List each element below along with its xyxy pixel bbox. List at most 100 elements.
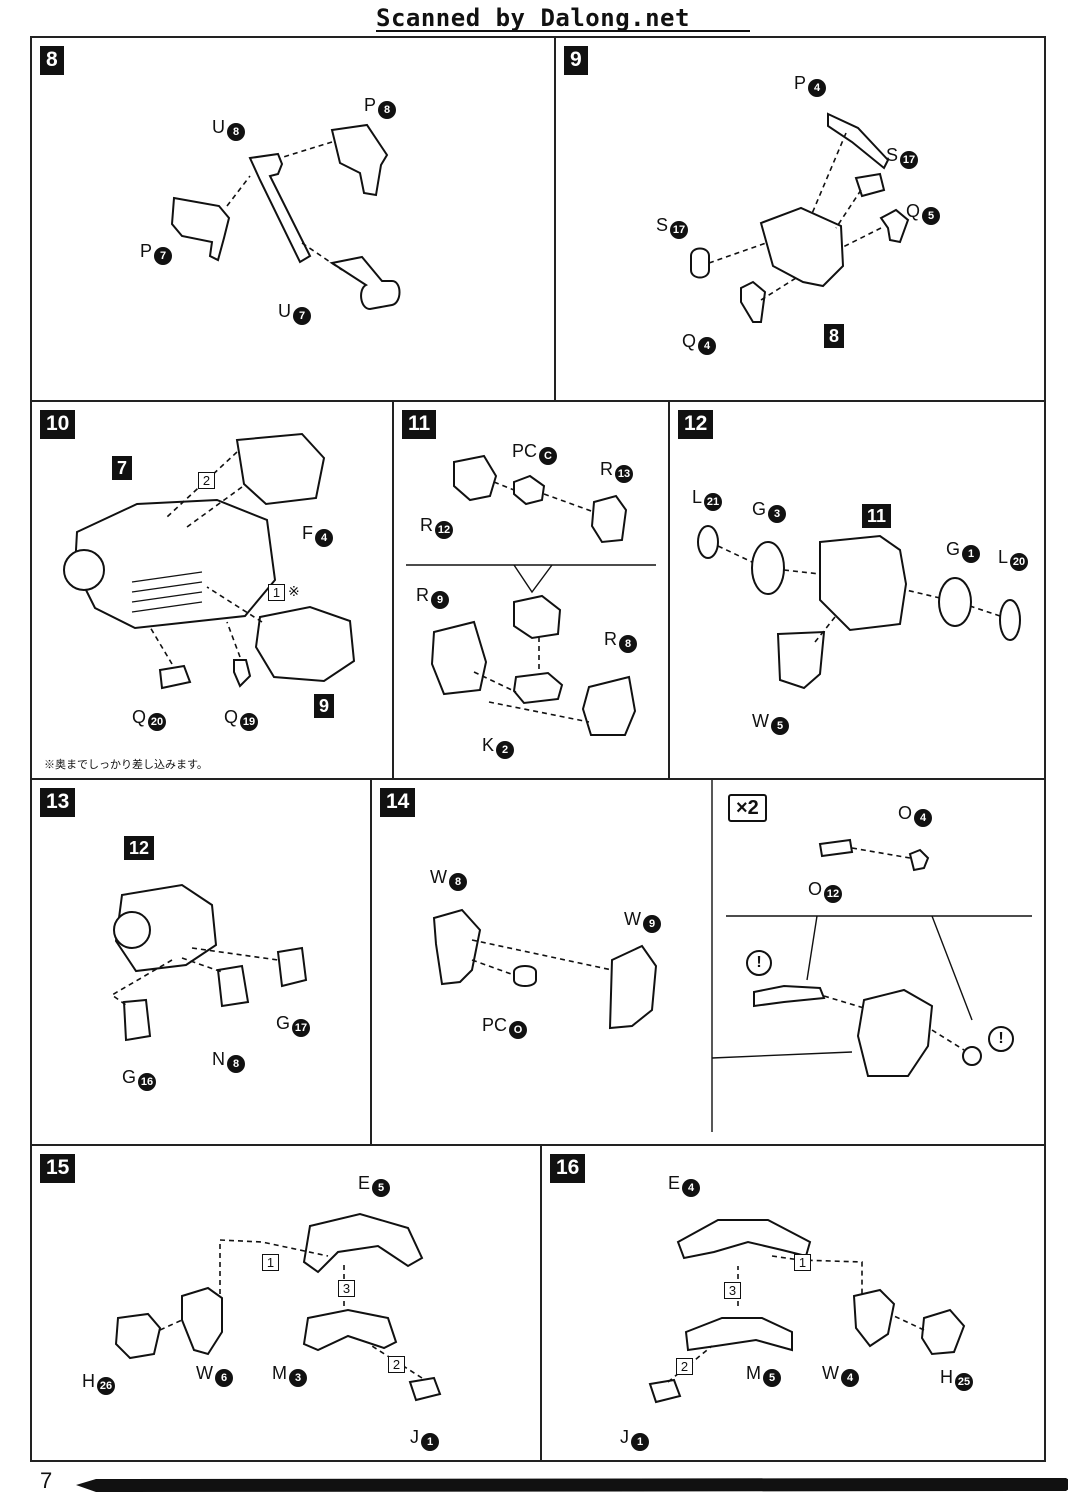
part-w6 — [181, 1286, 223, 1356]
step-number: 10 — [40, 410, 76, 439]
part-l20 — [999, 599, 1021, 641]
assembly-note: ※奥までしっかり差し込みます。 — [44, 759, 208, 771]
scan-header: Scanned by Dalong.net — [0, 0, 1068, 34]
step-number: 8 — [40, 46, 64, 75]
part-k2 — [512, 671, 564, 705]
step-number: 11 — [402, 410, 437, 439]
part-w8 — [432, 908, 482, 986]
part-s17-left — [690, 247, 710, 279]
part-g16 — [122, 998, 152, 1042]
part-r12 — [453, 454, 498, 502]
step-number: 14 — [380, 788, 416, 817]
part-r9 — [430, 620, 488, 696]
part-w4 — [852, 1288, 896, 1348]
step-10-diagram — [63, 432, 356, 690]
footer-brush-bar — [76, 1478, 1068, 1492]
part-u7 — [329, 255, 401, 311]
step-9-diagram — [690, 112, 910, 323]
ref-step-11: 11 — [862, 504, 892, 528]
part-cap — [962, 1046, 982, 1066]
part-main-body — [73, 498, 277, 630]
part-12 — [114, 883, 218, 973]
part-p7 — [170, 196, 231, 262]
part-w5 — [776, 630, 826, 690]
step-12-diagram — [697, 525, 1021, 690]
part-n8 — [216, 964, 250, 1008]
part-h26 — [114, 1312, 162, 1360]
part-o4 — [908, 848, 930, 872]
caution-icon: ! — [746, 950, 772, 976]
caution-icon: ! — [988, 1026, 1014, 1052]
part-s17-right — [854, 172, 886, 198]
part-pcc — [513, 474, 546, 506]
sequence-box-1: 1 — [268, 584, 285, 601]
step-13-diagram — [110, 883, 308, 1042]
part-w9 — [608, 944, 658, 1030]
step-number: 12 — [678, 410, 714, 439]
step-number: 15 — [40, 1154, 76, 1183]
part-joint — [113, 911, 151, 949]
times-two-badge: ×2 — [728, 794, 767, 822]
part-j1 — [408, 1376, 442, 1402]
part-g1 — [938, 577, 972, 627]
part-e5 — [302, 1212, 424, 1274]
sequence-box-2: 2 — [388, 1356, 405, 1373]
sequence-box-1: 1 — [262, 1254, 279, 1271]
part-u8 — [248, 152, 312, 264]
sequence-box-2: 2 — [676, 1358, 693, 1375]
part-j1 — [648, 1378, 682, 1404]
part-f4 — [235, 432, 326, 506]
part-p4 — [827, 112, 890, 170]
part-l21 — [697, 525, 719, 559]
part-q19 — [233, 659, 252, 688]
part-block-top — [513, 594, 562, 640]
header-underline — [376, 30, 750, 32]
sequence-box-3: 3 — [724, 1282, 741, 1299]
part-q20 — [158, 664, 192, 690]
part-m3 — [302, 1308, 398, 1352]
ref-step-12: 12 — [124, 836, 155, 860]
page-footer: 7 — [36, 1462, 1068, 1502]
part-r8 — [581, 675, 637, 736]
sequence-box-3: 3 — [338, 1280, 355, 1297]
part-h25 — [920, 1308, 966, 1356]
part-q5 — [879, 208, 910, 244]
step-11-diagram — [406, 454, 656, 736]
step-15-diagram — [114, 1212, 442, 1402]
